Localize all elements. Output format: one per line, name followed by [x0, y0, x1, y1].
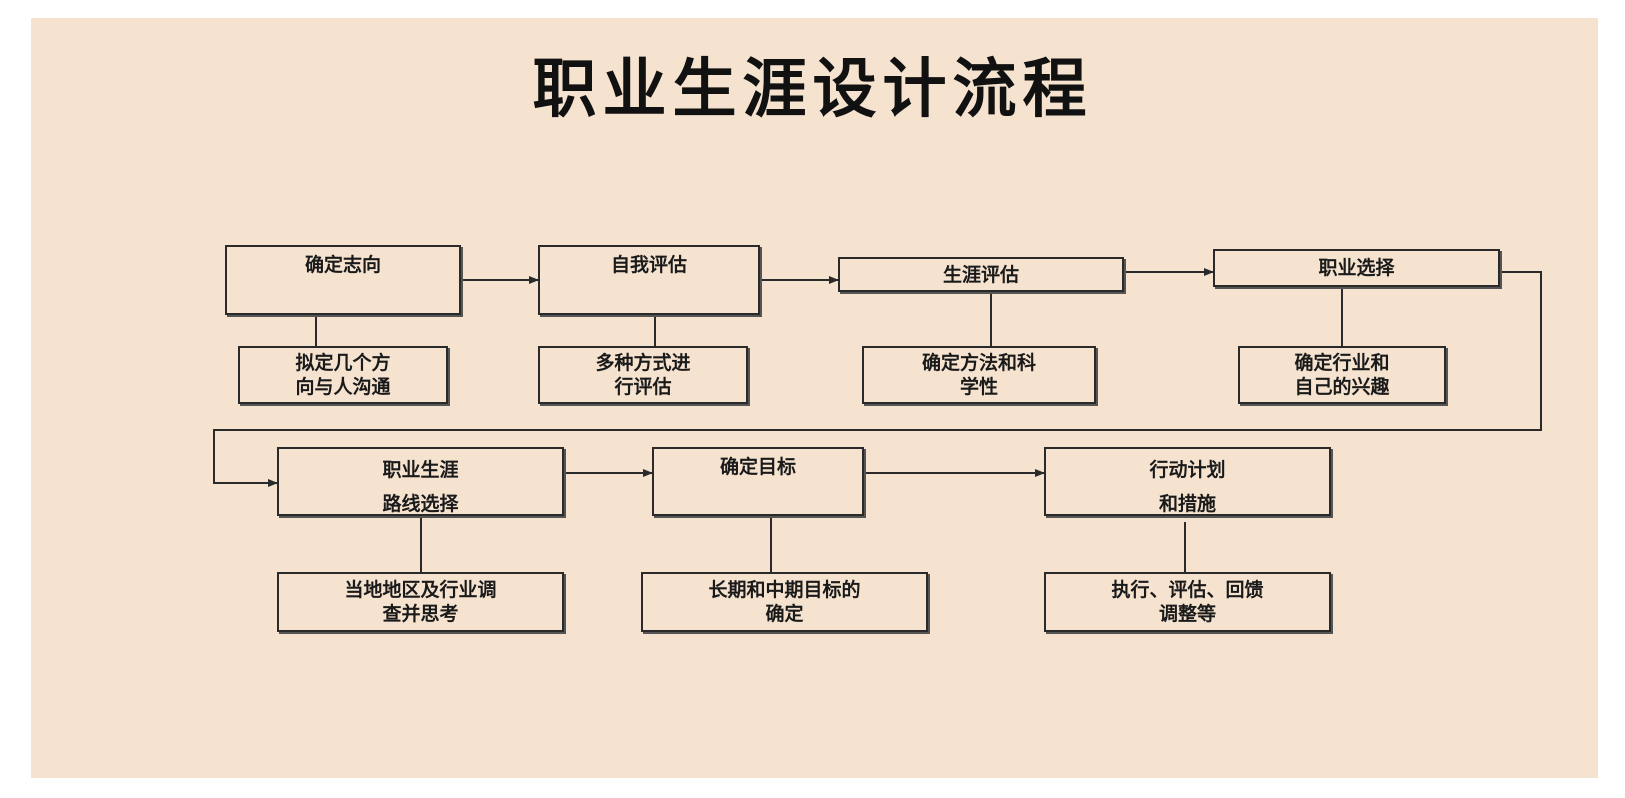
- detail-line: 学性: [959, 376, 998, 398]
- step-label: 确定目标: [719, 456, 796, 478]
- detail-line: 行评估: [614, 376, 672, 398]
- detail-line: 拟定几个方: [295, 352, 391, 374]
- detail-box-2: 多种方式进 行评估: [538, 346, 748, 404]
- step-label: 自我评估: [610, 254, 687, 276]
- step-box-1: 确定志向: [225, 245, 461, 315]
- step-box-7: 行动计划 和措施: [1044, 447, 1331, 516]
- detail-line: 多种方式进: [595, 352, 691, 374]
- detail-box-7: 执行、评估、回馈 调整等: [1044, 572, 1331, 632]
- step-label: 路线选择: [382, 493, 459, 515]
- slide-background: [31, 18, 1598, 778]
- diagram-title: 职业生涯设计流程: [532, 52, 1093, 127]
- step-label: 职业生涯: [382, 459, 459, 481]
- detail-line: 自己的兴趣: [1294, 376, 1390, 398]
- step-label: 职业选择: [1318, 257, 1395, 279]
- detail-box-3: 确定方法和科 学性: [862, 346, 1096, 404]
- detail-line: 长期和中期目标的: [708, 579, 861, 601]
- step-label: 和措施: [1158, 493, 1216, 515]
- detail-line: 调整等: [1158, 603, 1216, 625]
- detail-box-6: 长期和中期目标的 确定: [641, 572, 928, 632]
- arrow-4-5-wrap: [213, 271, 1542, 487]
- step-label: 确定志向: [304, 254, 381, 276]
- step-box-6: 确定目标: [652, 447, 864, 516]
- detail-box-4: 确定行业和 自己的兴趣: [1238, 346, 1446, 404]
- detail-line: 查并思考: [382, 603, 459, 625]
- detail-line: 确定方法和科: [921, 352, 1036, 374]
- step-box-3: 生涯评估: [838, 257, 1124, 292]
- step-label: 行动计划: [1149, 459, 1226, 481]
- step-box-4: 职业选择: [1213, 249, 1500, 287]
- detail-box-1: 拟定几个方 向与人沟通: [238, 346, 448, 404]
- detail-line: 当地地区及行业调: [344, 579, 497, 601]
- detail-line: 执行、评估、回馈: [1111, 579, 1264, 601]
- detail-line: 确定: [765, 603, 804, 625]
- step-box-2: 自我评估: [538, 245, 760, 315]
- step-box-5: 职业生涯 路线选择: [277, 447, 564, 516]
- detail-box-5: 当地地区及行业调 查并思考: [277, 572, 564, 632]
- detail-line: 确定行业和: [1294, 352, 1390, 374]
- step-label: 生涯评估: [942, 263, 1019, 286]
- detail-line: 向与人沟通: [295, 376, 391, 398]
